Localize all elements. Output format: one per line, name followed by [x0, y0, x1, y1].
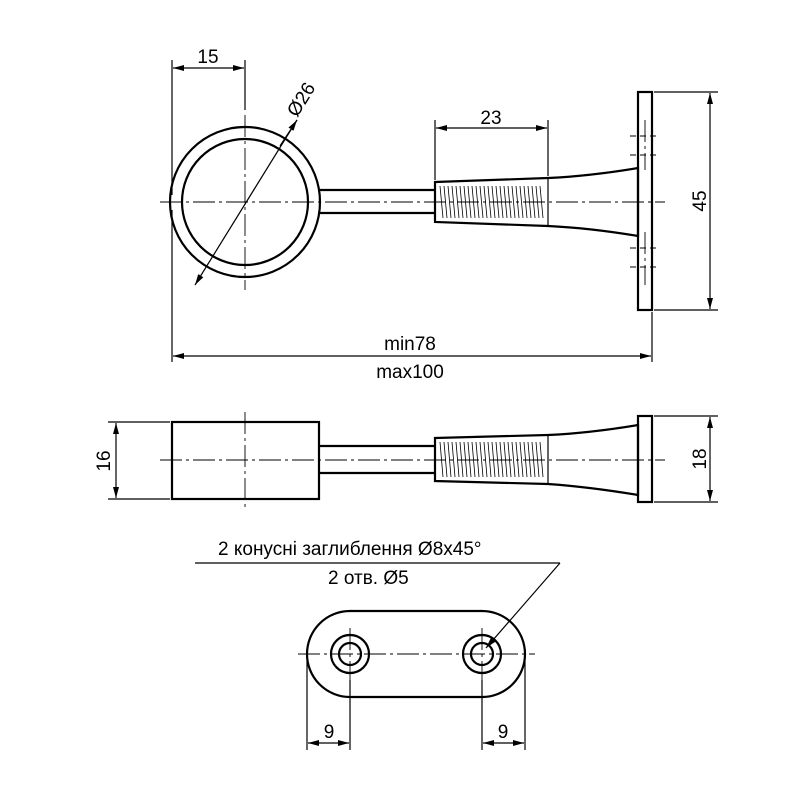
dim-hole-offset-right: 9	[498, 722, 509, 743]
thread-line	[479, 441, 484, 478]
thread-line	[511, 185, 516, 219]
dim-ring-diameter: Ø26	[283, 79, 320, 121]
thread-line	[447, 441, 452, 478]
thread-line	[507, 441, 512, 478]
thread-line	[439, 441, 444, 478]
thread-line	[503, 441, 508, 478]
dim-flange-height: 45	[690, 190, 711, 211]
dim-length-max: max100	[376, 362, 444, 383]
thread-line	[531, 441, 536, 478]
top-view: 16 18	[94, 412, 718, 510]
dim-ring-offset: 15	[197, 47, 218, 68]
thread-line	[483, 441, 488, 478]
thread-line	[455, 441, 460, 478]
thread-line	[459, 441, 464, 478]
thread-line	[471, 441, 476, 478]
thread-line	[463, 441, 468, 478]
thread-line	[535, 441, 540, 478]
dim-ring-width: 16	[94, 450, 115, 471]
dim-hole-offset-left: 9	[324, 722, 335, 743]
ring-block	[170, 420, 321, 501]
dim-length-min: min78	[384, 334, 436, 355]
thread-hatch-top	[439, 441, 544, 478]
thread-line	[511, 441, 516, 478]
thread-line	[519, 441, 524, 478]
thread-line	[499, 441, 504, 478]
dim-flange-width: 18	[690, 448, 711, 469]
thread-hatch-side	[439, 185, 544, 219]
thread-line	[539, 441, 544, 478]
thread-line	[487, 441, 492, 478]
side-view: 15 Ø26 23 45 min78 max100	[160, 47, 718, 383]
thread-line	[451, 441, 456, 478]
thread-line	[479, 185, 484, 219]
thread-line	[467, 441, 472, 478]
thread-line	[527, 441, 532, 478]
note-countersink: 2 конусні заглиблення Ø8x45°	[218, 539, 482, 560]
thread-line	[443, 441, 448, 478]
dim-thread-length: 23	[480, 108, 501, 129]
flange-view: 2 конусні заглиблення Ø8x45° 2 отв. Ø5 9…	[195, 539, 561, 750]
thread-line	[515, 441, 520, 478]
thread-line	[523, 441, 528, 478]
thread-line	[491, 441, 496, 478]
thread-line	[519, 185, 524, 219]
note-holes: 2 отв. Ø5	[328, 568, 409, 589]
thread-line	[447, 185, 452, 219]
thread-line	[451, 185, 456, 219]
dim-line-diameter	[194, 119, 298, 286]
thread-line	[487, 185, 492, 219]
flange-plate	[636, 90, 654, 312]
thread-line	[475, 441, 480, 478]
note-leader	[485, 562, 561, 649]
flange-plate-top	[636, 414, 654, 504]
thread-line	[495, 441, 500, 478]
